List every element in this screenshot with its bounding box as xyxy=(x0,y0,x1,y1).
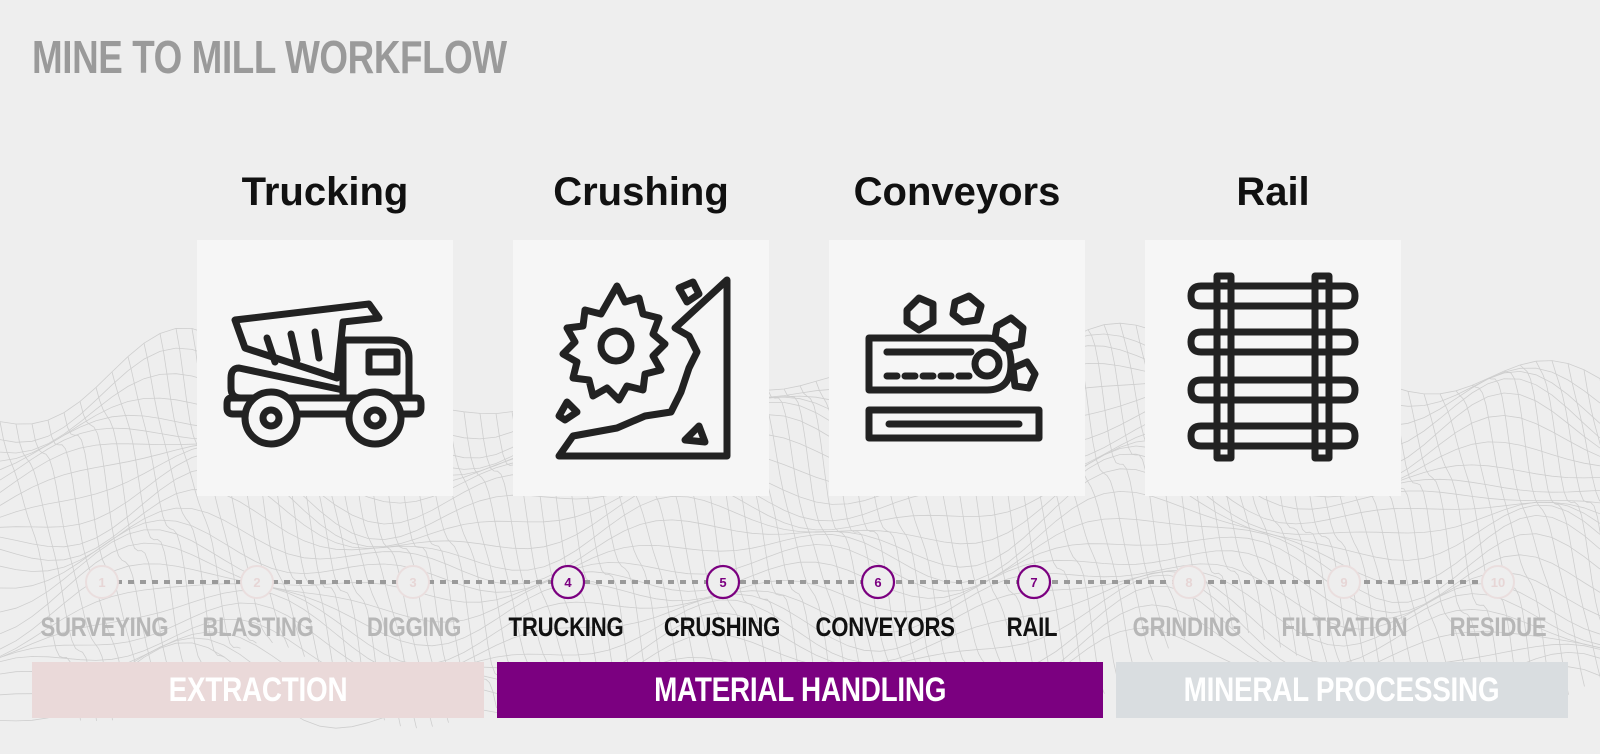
phase-material-handling: MATERIAL HANDLING xyxy=(497,662,1103,718)
phase-label-material-handling: MATERIAL HANDLING xyxy=(653,670,947,709)
step-label-crushing: CRUSHING xyxy=(663,612,781,642)
step-label-residue: RESIDUE xyxy=(1449,612,1547,642)
step-label-grinding: GRINDING xyxy=(1132,612,1242,642)
step-label-filtration: FILTRATION xyxy=(1281,612,1408,642)
step-number-1: 1 xyxy=(98,575,105,590)
step-number-3: 3 xyxy=(409,575,416,590)
card-title-conveyors: Conveyors xyxy=(853,170,1061,214)
step-node-3 xyxy=(396,565,430,599)
step-node-5 xyxy=(705,564,741,600)
step-node-8 xyxy=(1172,565,1206,599)
card-title-trucking: Trucking xyxy=(241,170,409,214)
step-number-4: 4 xyxy=(564,575,572,590)
step-label-surveying: SURVEYING xyxy=(40,612,169,642)
step-node-10 xyxy=(1481,565,1515,599)
step-node-4 xyxy=(550,564,586,600)
step-node-7 xyxy=(1016,564,1052,600)
phase-extraction: EXTRACTION xyxy=(32,662,484,718)
step-number-8: 8 xyxy=(1185,575,1192,590)
step-node-2 xyxy=(240,565,274,599)
card-title-crushing: Crushing xyxy=(553,170,729,214)
step-number-10: 10 xyxy=(1491,575,1505,590)
card-crushing xyxy=(513,240,769,496)
conveyor-belt-icon xyxy=(865,292,1043,442)
dump-truck-icon xyxy=(223,300,425,448)
step-label-digging: DIGGING xyxy=(366,612,462,642)
card-rail xyxy=(1145,240,1401,496)
step-number-5: 5 xyxy=(719,575,726,590)
phase-label-extraction: EXTRACTION xyxy=(168,670,348,709)
step-label-trucking: TRUCKING xyxy=(508,612,624,642)
card-trucking xyxy=(197,240,453,496)
workflow-timeline: 1 2 3 4 5 6 7 8 9 10 xyxy=(85,564,1515,600)
step-number-2: 2 xyxy=(253,575,260,590)
card-conveyors xyxy=(829,240,1085,496)
step-node-6 xyxy=(860,564,896,600)
card-title-rail: Rail xyxy=(1236,170,1310,214)
page-title: MINE TO MILL WORKFLOW xyxy=(32,31,507,83)
step-number-6: 6 xyxy=(874,575,881,590)
crusher-gear-icon xyxy=(555,276,731,460)
phase-mineral-processing: MINERAL PROCESSING xyxy=(1116,662,1568,718)
step-node-9 xyxy=(1327,565,1361,599)
step-number-9: 9 xyxy=(1340,575,1347,590)
phase-label-mineral-processing: MINERAL PROCESSING xyxy=(1184,670,1500,709)
step-label-blasting: BLASTING xyxy=(202,612,314,642)
step-number-7: 7 xyxy=(1030,575,1037,590)
step-node-1 xyxy=(85,565,119,599)
step-label-rail: RAIL xyxy=(1006,612,1058,642)
step-label-conveyors: CONVEYORS xyxy=(815,612,956,642)
rail-track-icon xyxy=(1187,272,1359,462)
